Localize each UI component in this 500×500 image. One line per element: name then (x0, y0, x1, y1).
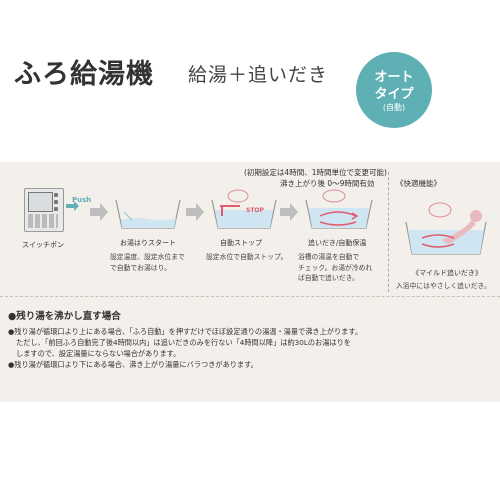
arrow-right-icon (280, 203, 298, 221)
remote-switch (24, 188, 64, 232)
divider-vertical (388, 172, 389, 292)
reheat-range-note: 沸き上がり後 0〜9時間有効 (280, 179, 375, 188)
auto-type-badge: オート タイプ (自動) (356, 52, 432, 128)
comfort-function-label: 《快適機能》 (396, 179, 441, 188)
step-fill-desc: 設定温度、設定水位まで で自動でお湯はり。 (110, 253, 185, 272)
function-panel (0, 162, 500, 402)
mild-reheat-desc: 入浴中にはやさしく追いだき。 (396, 282, 491, 290)
page-title: ふろ給湯機 (14, 59, 154, 90)
initial-setting-note: (初期設定は4時間、1時間単位で変更可能) (244, 168, 387, 177)
page-subtitle: 給湯＋追いだき (188, 64, 329, 86)
reheat-line-2: ただし、「前回ふろ自動完了後4時間以内」は追いだきのみを行ない「4時間以降」は約… (16, 338, 351, 347)
divider-horizontal (0, 296, 500, 297)
push-icon (66, 201, 79, 211)
tub-stop-icon (211, 189, 277, 229)
step-stop-desc: 設定水位で自動ストップ。 (206, 253, 288, 261)
arrow-right-icon (90, 203, 108, 221)
badge-line3: (自動) (382, 103, 406, 112)
step-switch-caption: スイッチポン (22, 241, 64, 249)
badge-line1: オート (374, 70, 414, 85)
tub-reheat-icon (305, 189, 373, 229)
reheat-line-4: ●残り湯が循環口より下にある場合、沸き上がり湯量にバラつきがあります。 (8, 360, 258, 369)
step-reheat-caption: 追いだき/自動保温 (308, 239, 367, 247)
reheat-line-3: しますので、設定湯量にならない場合があります。 (16, 349, 181, 358)
reheat-section-heading: ●残り湯を沸かし直す場合 (8, 311, 121, 322)
arrow-right-icon (186, 203, 204, 221)
stop-label: STOP (246, 207, 264, 214)
push-label: Push (72, 196, 92, 204)
mild-reheat-bath-icon (405, 202, 487, 255)
mild-reheat-caption: 《マイルド追いだき》 (412, 269, 482, 277)
step-reheat-desc: 浴槽の湯温を自動で チェック。お湯が冷めれ ば自動で追いだき。 (298, 253, 373, 282)
step-stop-caption: 自動ストップ (220, 239, 262, 247)
step-fill-caption: お湯はりスタート (120, 239, 176, 247)
reheat-line-1: ●残り湯が循環口より上にある場合、「ふろ自動」を押すだけでほぼ設定通りの湯温・湯… (8, 327, 363, 336)
badge-line2: タイプ (374, 87, 414, 102)
tub-filling-icon (115, 199, 181, 229)
